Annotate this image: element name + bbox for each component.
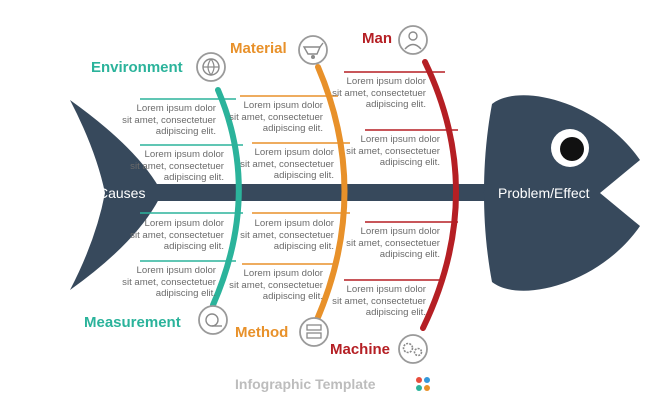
effect-label: Problem/Effect [498,185,590,201]
fish-tail [70,100,162,290]
bone-green [210,87,242,308]
category-measurement: Measurement [84,314,181,331]
category-man: Man [362,30,392,47]
category-material: Material [230,40,287,57]
tape-measure-icon [198,305,228,335]
logo-dots-icon [416,377,432,393]
bone-red [420,59,459,331]
fish-spine [125,184,510,201]
category-machine: Machine [330,341,391,358]
bone-orange [313,64,348,325]
wheelbarrow-icon [298,35,328,65]
category-method: Method [235,324,289,341]
causes-label: Causes [98,185,146,201]
category-environment: Environment [91,59,183,76]
process-icon [299,317,329,347]
footer-title: Infographic Template [235,376,376,392]
fish-pupil [560,137,584,161]
fish-head [484,95,640,291]
